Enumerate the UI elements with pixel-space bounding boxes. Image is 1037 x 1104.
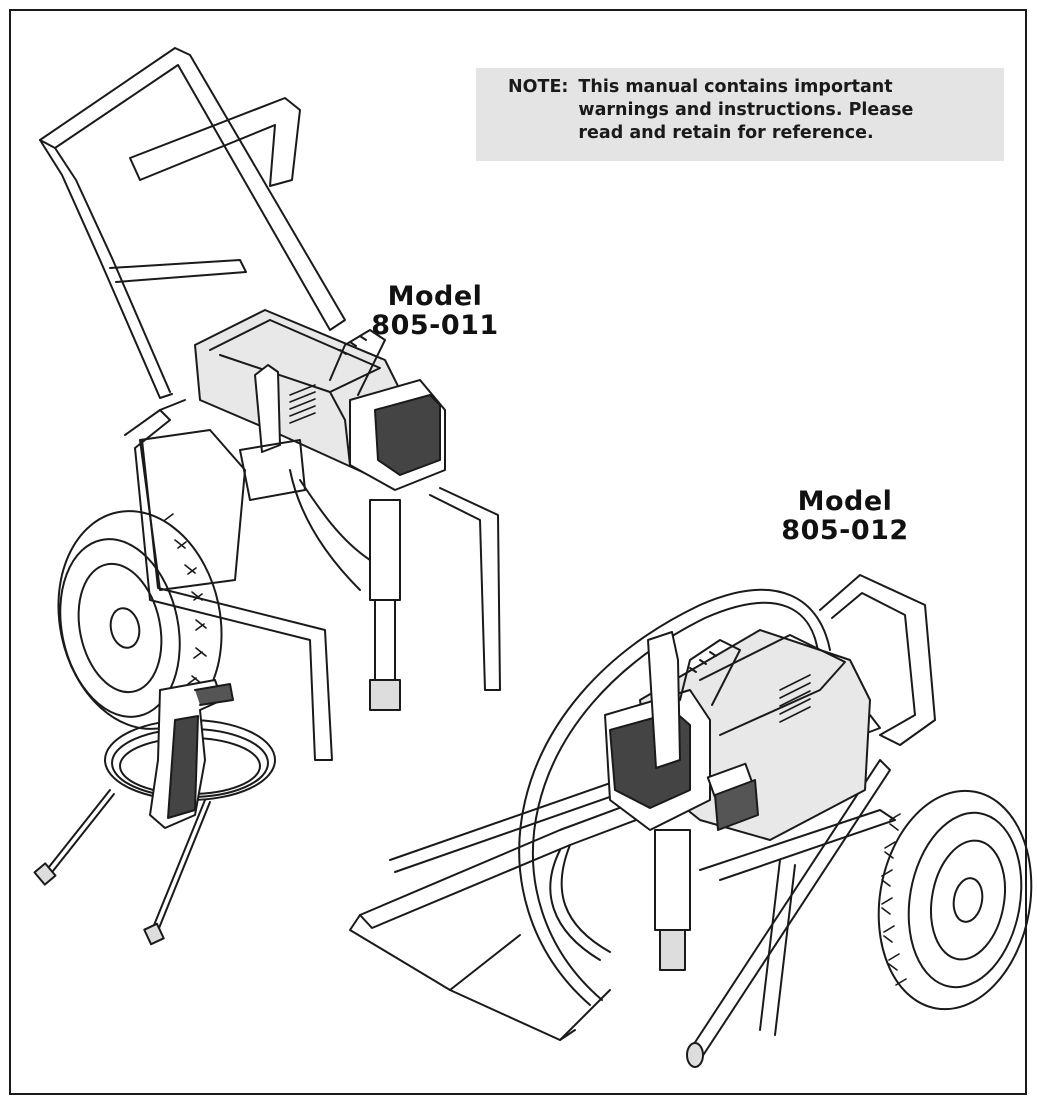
pump-tube: [369, 499, 401, 601]
carry-handle: [329, 329, 386, 396]
sprayer-805-012-illustration: [349, 574, 1033, 1068]
base-frame: [349, 914, 576, 1041]
model-number: 805-012: [781, 515, 909, 546]
suction-hose-2: [549, 844, 611, 961]
note-text: This manual contains important warnings …: [578, 77, 914, 143]
cart-handle-left-rail: [39, 139, 173, 399]
control-panel: [714, 779, 759, 831]
wheel-left: [57, 510, 223, 730]
cart-handle-grip: [129, 97, 301, 187]
suction-hose: [289, 469, 371, 591]
note-box: NOTE: This manual contains important war…: [476, 68, 1004, 161]
hose-fitting: [33, 862, 57, 886]
cart-crossbar: [109, 259, 247, 283]
rear-handle: [819, 574, 936, 746]
model-word: Model: [797, 486, 893, 517]
filter-housing-2: [647, 631, 681, 769]
cart-handle-outer: [39, 47, 346, 331]
model-word: Model: [387, 281, 483, 312]
hoop-frame: [518, 588, 831, 1006]
filter-housing: [254, 364, 281, 453]
note-label: NOTE:: [508, 77, 569, 97]
sprayer-805-011-illustration: [39, 47, 501, 761]
carry-handle-2: [679, 639, 741, 706]
model-label-805-012: Model 805-012: [770, 487, 920, 545]
model-number: 805-011: [371, 310, 499, 341]
front-rail: [359, 714, 881, 929]
pump-tube-2: [654, 829, 691, 931]
model-label-805-011: Model 805-011: [360, 282, 510, 340]
page-border: [9, 9, 1027, 1095]
spray-gun-and-hose: [33, 679, 276, 946]
side-panel: [139, 429, 246, 591]
wheel-right: [877, 789, 1033, 1011]
